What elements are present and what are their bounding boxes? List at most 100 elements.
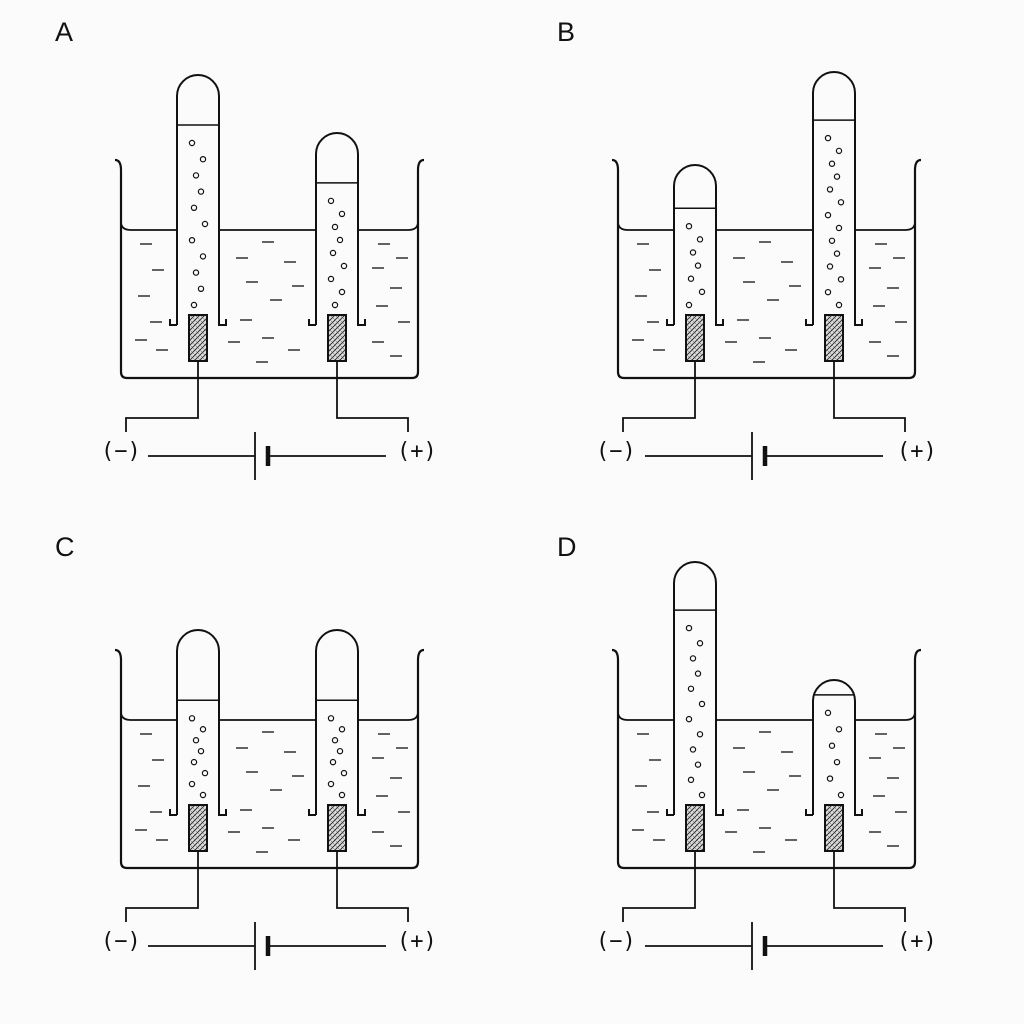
gas-bubble-anode-c — [338, 726, 346, 733]
gas-bubble-cathode-d — [694, 761, 702, 768]
beaker-b — [611, 158, 922, 380]
gas-bubble-cathode-c — [199, 726, 207, 733]
gas-bubble-cathode-a — [192, 269, 200, 276]
electrode-anode-a — [327, 314, 347, 362]
gas-bubble-cathode-c — [192, 737, 200, 744]
gas-bubble-anode-b — [835, 301, 843, 309]
positive-terminal-label-c: (+) — [397, 929, 437, 954]
gas-bubble-anode-d — [835, 726, 843, 733]
apparatus-c — [114, 629, 425, 970]
gas-bubble-anode-a — [329, 249, 337, 257]
gas-bubble-cathode-b — [689, 249, 697, 256]
gas-bubble-anode-d — [826, 775, 834, 782]
positive-terminal-label-d: (+) — [897, 929, 937, 954]
gas-bubble-cathode-b — [698, 288, 706, 296]
gas-bubble-anode-b — [837, 199, 845, 206]
gas-bubble-anode-a — [327, 275, 335, 283]
electrode-anode-c — [327, 804, 347, 852]
gas-bubble-anode-a — [338, 210, 346, 218]
wire-anode-b — [833, 361, 906, 432]
gas-bubble-anode-c — [329, 758, 337, 766]
negative-terminal-label-b: (−) — [596, 439, 636, 464]
gas-bubble-anode-d — [828, 742, 836, 749]
gas-bubble-anode-c — [327, 780, 335, 788]
gas-bubble-anode-b — [835, 224, 843, 232]
wire-cathode-b — [622, 361, 696, 432]
gas-bubble-anode-b — [828, 237, 836, 244]
gas-bubble-anode-b — [824, 211, 832, 219]
apparatus-b — [611, 71, 922, 480]
gas-bubble-cathode-b — [685, 222, 693, 230]
negative-terminal-label-a: (−) — [101, 439, 141, 464]
panel-label-d: D — [557, 532, 577, 562]
gas-bubble-anode-c — [327, 715, 335, 722]
gas-bubble-cathode-c — [199, 791, 207, 799]
panel-label-a: A — [55, 17, 73, 47]
gas-bubble-cathode-a — [188, 236, 196, 244]
gas-bubble-cathode-d — [696, 731, 704, 738]
wire-anode-c — [336, 851, 409, 922]
gas-bubble-cathode-b — [694, 262, 702, 269]
gas-bubble-anode-b — [824, 134, 832, 142]
gas-bubble-cathode-a — [199, 155, 207, 163]
beaker-a — [114, 158, 425, 380]
electrode-cathode-a — [188, 314, 208, 362]
gas-bubble-anode-b — [833, 173, 841, 180]
panel-label-c: C — [55, 532, 75, 562]
wire-anode-a — [336, 361, 409, 432]
electrode-anode-b — [824, 314, 844, 362]
positive-terminal-label-b: (+) — [897, 439, 937, 464]
gas-bubble-cathode-a — [201, 220, 209, 228]
gas-bubble-anode-b — [826, 186, 834, 193]
gas-bubble-anode-c — [338, 791, 346, 799]
gas-bubble-cathode-a — [197, 188, 205, 195]
water-surface-b — [617, 221, 916, 231]
gas-bubble-cathode-a — [190, 204, 198, 211]
gas-bubble-cathode-a — [197, 285, 205, 292]
gas-bubble-anode-a — [340, 262, 348, 270]
gas-bubble-cathode-d — [689, 746, 697, 753]
water-surface-a — [120, 221, 419, 231]
gas-bubble-cathode-a — [188, 139, 196, 147]
panel-b: B (−) (+) — [557, 17, 937, 480]
negative-terminal-label-d: (−) — [596, 929, 636, 954]
apparatus-d — [611, 561, 922, 970]
gas-bubble-cathode-a — [199, 253, 207, 260]
gas-bubble-anode-a — [338, 288, 346, 296]
gas-bubble-cathode-d — [694, 670, 702, 677]
gas-bubble-cathode-b — [687, 275, 695, 282]
gas-bubble-anode-b — [828, 160, 836, 167]
panel-d: D (−) (+) — [557, 532, 937, 970]
gas-bubble-cathode-d — [687, 776, 695, 784]
gas-bubble-anode-c — [340, 769, 348, 777]
gas-bubble-cathode-a — [190, 301, 198, 309]
gas-bubble-cathode-d — [685, 624, 693, 632]
gas-bubble-anode-a — [331, 301, 339, 309]
gas-bubble-anode-d — [824, 709, 832, 717]
test-tube-cathode-a — [169, 74, 227, 326]
panel-a: A (−) (+) — [55, 17, 437, 480]
water-surface-c — [120, 711, 419, 721]
gas-bubble-cathode-c — [201, 769, 209, 777]
gas-bubble-anode-d — [837, 791, 845, 799]
gas-bubble-cathode-d — [696, 640, 704, 647]
gas-bubble-anode-a — [331, 223, 339, 231]
water-surface-d — [617, 711, 916, 721]
gas-bubble-cathode-d — [687, 685, 695, 692]
gas-bubble-anode-c — [331, 737, 339, 744]
panel-c: C (−) (+) — [55, 532, 437, 970]
gas-bubble-cathode-a — [192, 172, 200, 179]
gas-bubble-cathode-d — [689, 655, 697, 662]
wire-cathode-a — [125, 361, 199, 432]
gas-bubble-cathode-c — [188, 715, 196, 722]
wire-cathode-c — [125, 851, 199, 922]
gas-bubble-cathode-c — [188, 780, 196, 788]
beaker-c — [114, 648, 425, 870]
apparatus-a — [114, 74, 425, 480]
test-tube-anode-b — [805, 71, 863, 326]
electrode-cathode-b — [685, 314, 705, 362]
gas-bubble-anode-d — [833, 758, 841, 766]
test-tube-cathode-d — [666, 561, 724, 816]
gas-bubble-anode-b — [833, 250, 841, 257]
